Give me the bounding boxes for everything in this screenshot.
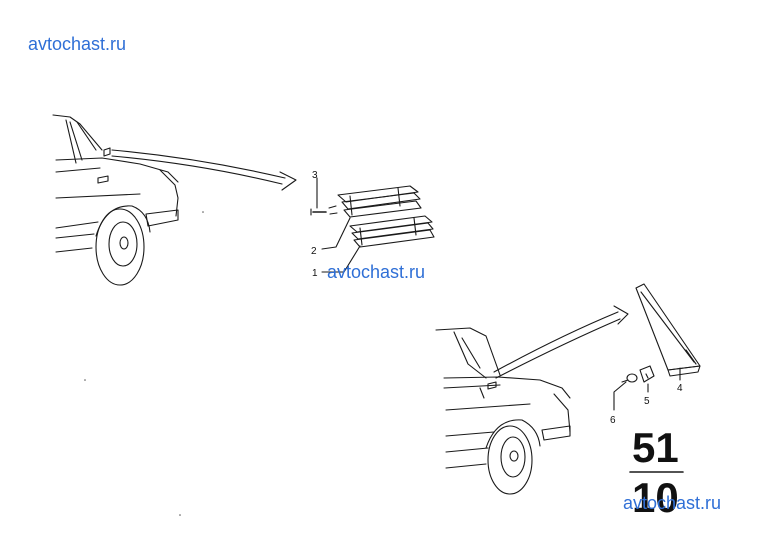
callout-1: 1 bbox=[312, 268, 318, 279]
callout-3: 3 bbox=[312, 170, 318, 181]
car-rear-view-lower bbox=[435, 305, 629, 495]
vent-grille-upper bbox=[337, 185, 422, 218]
group-number-top: 51 bbox=[632, 424, 679, 471]
watermark-center: avtochast.ru bbox=[327, 262, 426, 282]
group-number-bottom: 10 bbox=[632, 474, 679, 521]
callout-5: 5 bbox=[644, 396, 650, 407]
screw-part-3 bbox=[310, 205, 338, 216]
callout-2: 2 bbox=[311, 246, 317, 257]
trim-panel-part-4 bbox=[635, 283, 701, 377]
screw-part-6 bbox=[621, 373, 638, 383]
callout-4: 4 bbox=[677, 383, 683, 394]
car-rear-view-upper bbox=[52, 114, 297, 286]
watermark-bottom-right: avtochast.ru bbox=[623, 493, 722, 513]
callout-6: 6 bbox=[610, 415, 616, 426]
watermark-top-left: avtochast.ru bbox=[28, 34, 127, 54]
vent-grille-lower bbox=[349, 215, 435, 248]
clip-part-5 bbox=[639, 365, 655, 383]
